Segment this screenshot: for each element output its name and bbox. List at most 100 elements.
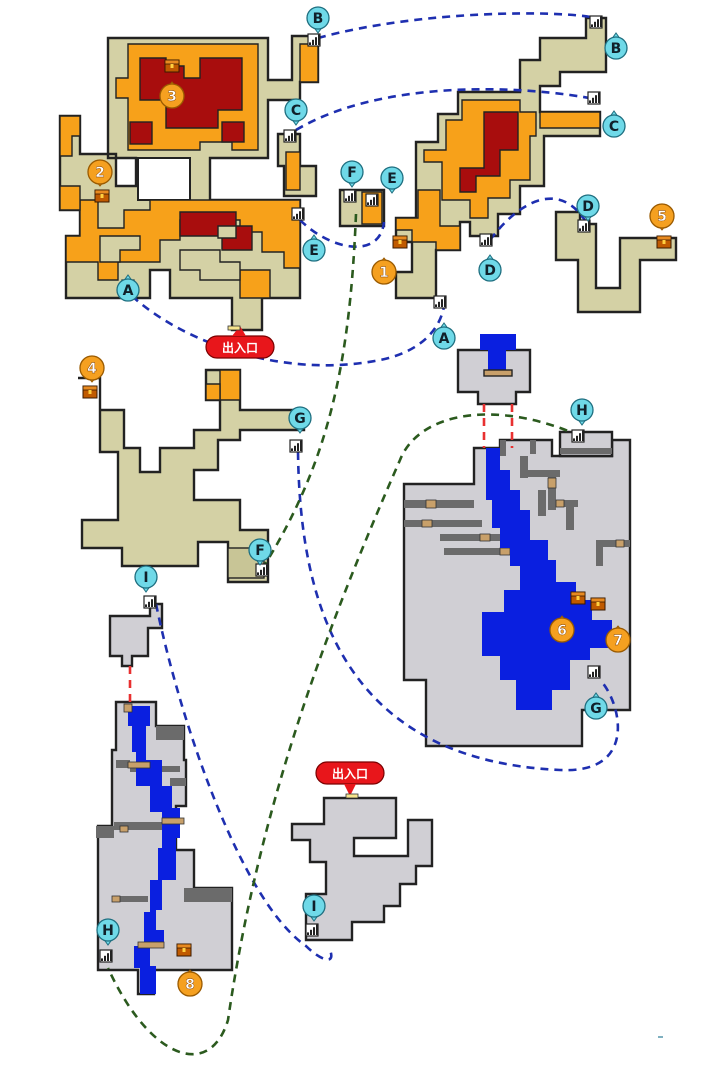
treasure-badge-4[interactable]: 4 <box>79 355 105 383</box>
stairs-icon[interactable] <box>479 233 493 247</box>
exit-badge-top[interactable]: 出入口 <box>205 326 275 359</box>
stairs-icon[interactable] <box>255 563 269 577</box>
warp-badge-b[interactable]: B <box>604 32 628 60</box>
treasure-chest-icon[interactable] <box>176 943 192 957</box>
warp-badge-label: B <box>611 41 622 57</box>
warp-badge-a[interactable]: A <box>116 274 140 302</box>
orange-zone <box>219 369 241 401</box>
orange-zone <box>299 43 319 83</box>
treasure-badge-label: 3 <box>167 89 177 105</box>
warp-badge-label: D <box>484 263 496 279</box>
cave-lower-center <box>290 796 434 942</box>
stairs-icon[interactable] <box>365 193 379 207</box>
warp-badge-h[interactable]: H <box>570 398 594 426</box>
stairs-icon[interactable] <box>589 15 603 29</box>
treasure-chest-icon[interactable] <box>94 189 110 203</box>
orange-zone <box>59 115 81 157</box>
stairs-icon[interactable] <box>343 189 357 203</box>
treasure-badge-label: 6 <box>557 623 567 639</box>
warp-badge-label: C <box>609 119 619 135</box>
cave-lower-left <box>96 602 234 996</box>
warp-badge-label: I <box>311 899 316 915</box>
cave-water <box>128 706 180 994</box>
stairs-icon[interactable] <box>99 949 113 963</box>
stairs-icon[interactable] <box>291 207 305 221</box>
warp-badge-c[interactable]: C <box>602 110 626 138</box>
warp-badge-e[interactable]: E <box>380 166 404 194</box>
route-g <box>296 451 620 772</box>
warp-badge-label: F <box>347 165 357 181</box>
void-hole <box>137 157 191 201</box>
warp-badge-d[interactable]: D <box>576 194 600 222</box>
dark-red-room <box>129 121 153 145</box>
cave-exit-area <box>290 796 434 942</box>
routes <box>106 12 620 1056</box>
cave-small-chamber <box>108 602 164 668</box>
stairs-icon[interactable] <box>283 129 297 143</box>
treasure-badge-label: 8 <box>185 977 195 993</box>
stairs-icon[interactable] <box>307 33 321 47</box>
orange-zone <box>395 189 461 251</box>
exit-marker <box>227 325 241 331</box>
route-d <box>488 197 588 241</box>
warp-badge-h[interactable]: H <box>96 918 120 946</box>
stairs-icon[interactable] <box>289 439 303 453</box>
treasure-badge-2[interactable]: 2 <box>87 159 113 187</box>
tan-patch <box>99 235 141 263</box>
warp-badge-label: A <box>439 331 450 347</box>
tan-patch <box>217 225 237 239</box>
stairs-icon[interactable] <box>305 923 319 937</box>
treasure-badge-6[interactable]: 6 <box>549 615 575 643</box>
warp-badge-c[interactable]: C <box>284 98 308 126</box>
treasure-badge-label: 5 <box>657 209 667 225</box>
treasure-chest-icon[interactable] <box>392 235 408 249</box>
stairs-icon[interactable] <box>433 295 447 309</box>
warp-badge-b[interactable]: B <box>306 6 330 34</box>
orange-zone <box>205 383 221 401</box>
warp-badge-f[interactable]: F <box>340 160 364 188</box>
stairs-icon[interactable] <box>577 219 591 233</box>
dungeon-upper-right <box>394 16 678 314</box>
warp-badge-g[interactable]: G <box>288 406 312 434</box>
warp-badge-i[interactable]: I <box>134 565 158 593</box>
treasure-badge-label: 2 <box>95 165 105 181</box>
treasure-chest-icon[interactable] <box>82 385 98 399</box>
warp-badge-f[interactable]: F <box>248 538 272 566</box>
warp-badge-i[interactable]: I <box>302 894 326 922</box>
stairs-icon[interactable] <box>143 595 157 609</box>
badges: B B C C F E D E D A A G H F I G I H 3 2 5 1 4 6 7 8 <box>79 6 675 997</box>
tan-patch <box>179 249 241 281</box>
warp-badge-label: F <box>255 543 265 559</box>
warp-badge-a[interactable]: A <box>432 322 456 350</box>
stairs-icon[interactable] <box>587 91 601 105</box>
treasure-chest-icon[interactable] <box>590 597 606 611</box>
exit-badge-bottom[interactable]: 出入口 <box>315 761 385 796</box>
warp-badge-label: E <box>309 243 319 259</box>
stairs-icon[interactable] <box>571 429 585 443</box>
cave-bridges <box>111 703 185 949</box>
dark-red-room <box>221 121 245 143</box>
route-h <box>106 413 581 1056</box>
cave-lower-right <box>402 334 632 748</box>
orange-zone <box>539 111 601 129</box>
treasure-badge-5[interactable]: 5 <box>649 203 675 231</box>
warp-badge-label: H <box>576 403 588 419</box>
cave-walls <box>404 440 630 566</box>
route-b <box>317 12 597 40</box>
route-c <box>295 87 601 132</box>
treasure-badge-7[interactable]: 7 <box>605 625 631 653</box>
warp-badge-label: E <box>387 171 397 187</box>
treasure-chest-icon[interactable] <box>164 59 180 73</box>
treasure-chest-icon[interactable] <box>570 591 586 605</box>
exit-label: 出入口 <box>332 766 368 781</box>
treasure-badge-1[interactable]: 1 <box>371 257 397 285</box>
warp-badge-e[interactable]: E <box>302 234 326 262</box>
route-f <box>262 213 358 567</box>
water-channel <box>480 334 516 376</box>
warp-badge-g[interactable]: G <box>584 692 608 720</box>
warp-badge-d[interactable]: D <box>478 254 502 282</box>
treasure-badge-8[interactable]: 8 <box>177 969 203 997</box>
treasure-badge-3[interactable]: 3 <box>159 81 185 109</box>
treasure-chest-icon[interactable] <box>656 235 672 249</box>
stairs-icon[interactable] <box>587 665 601 679</box>
